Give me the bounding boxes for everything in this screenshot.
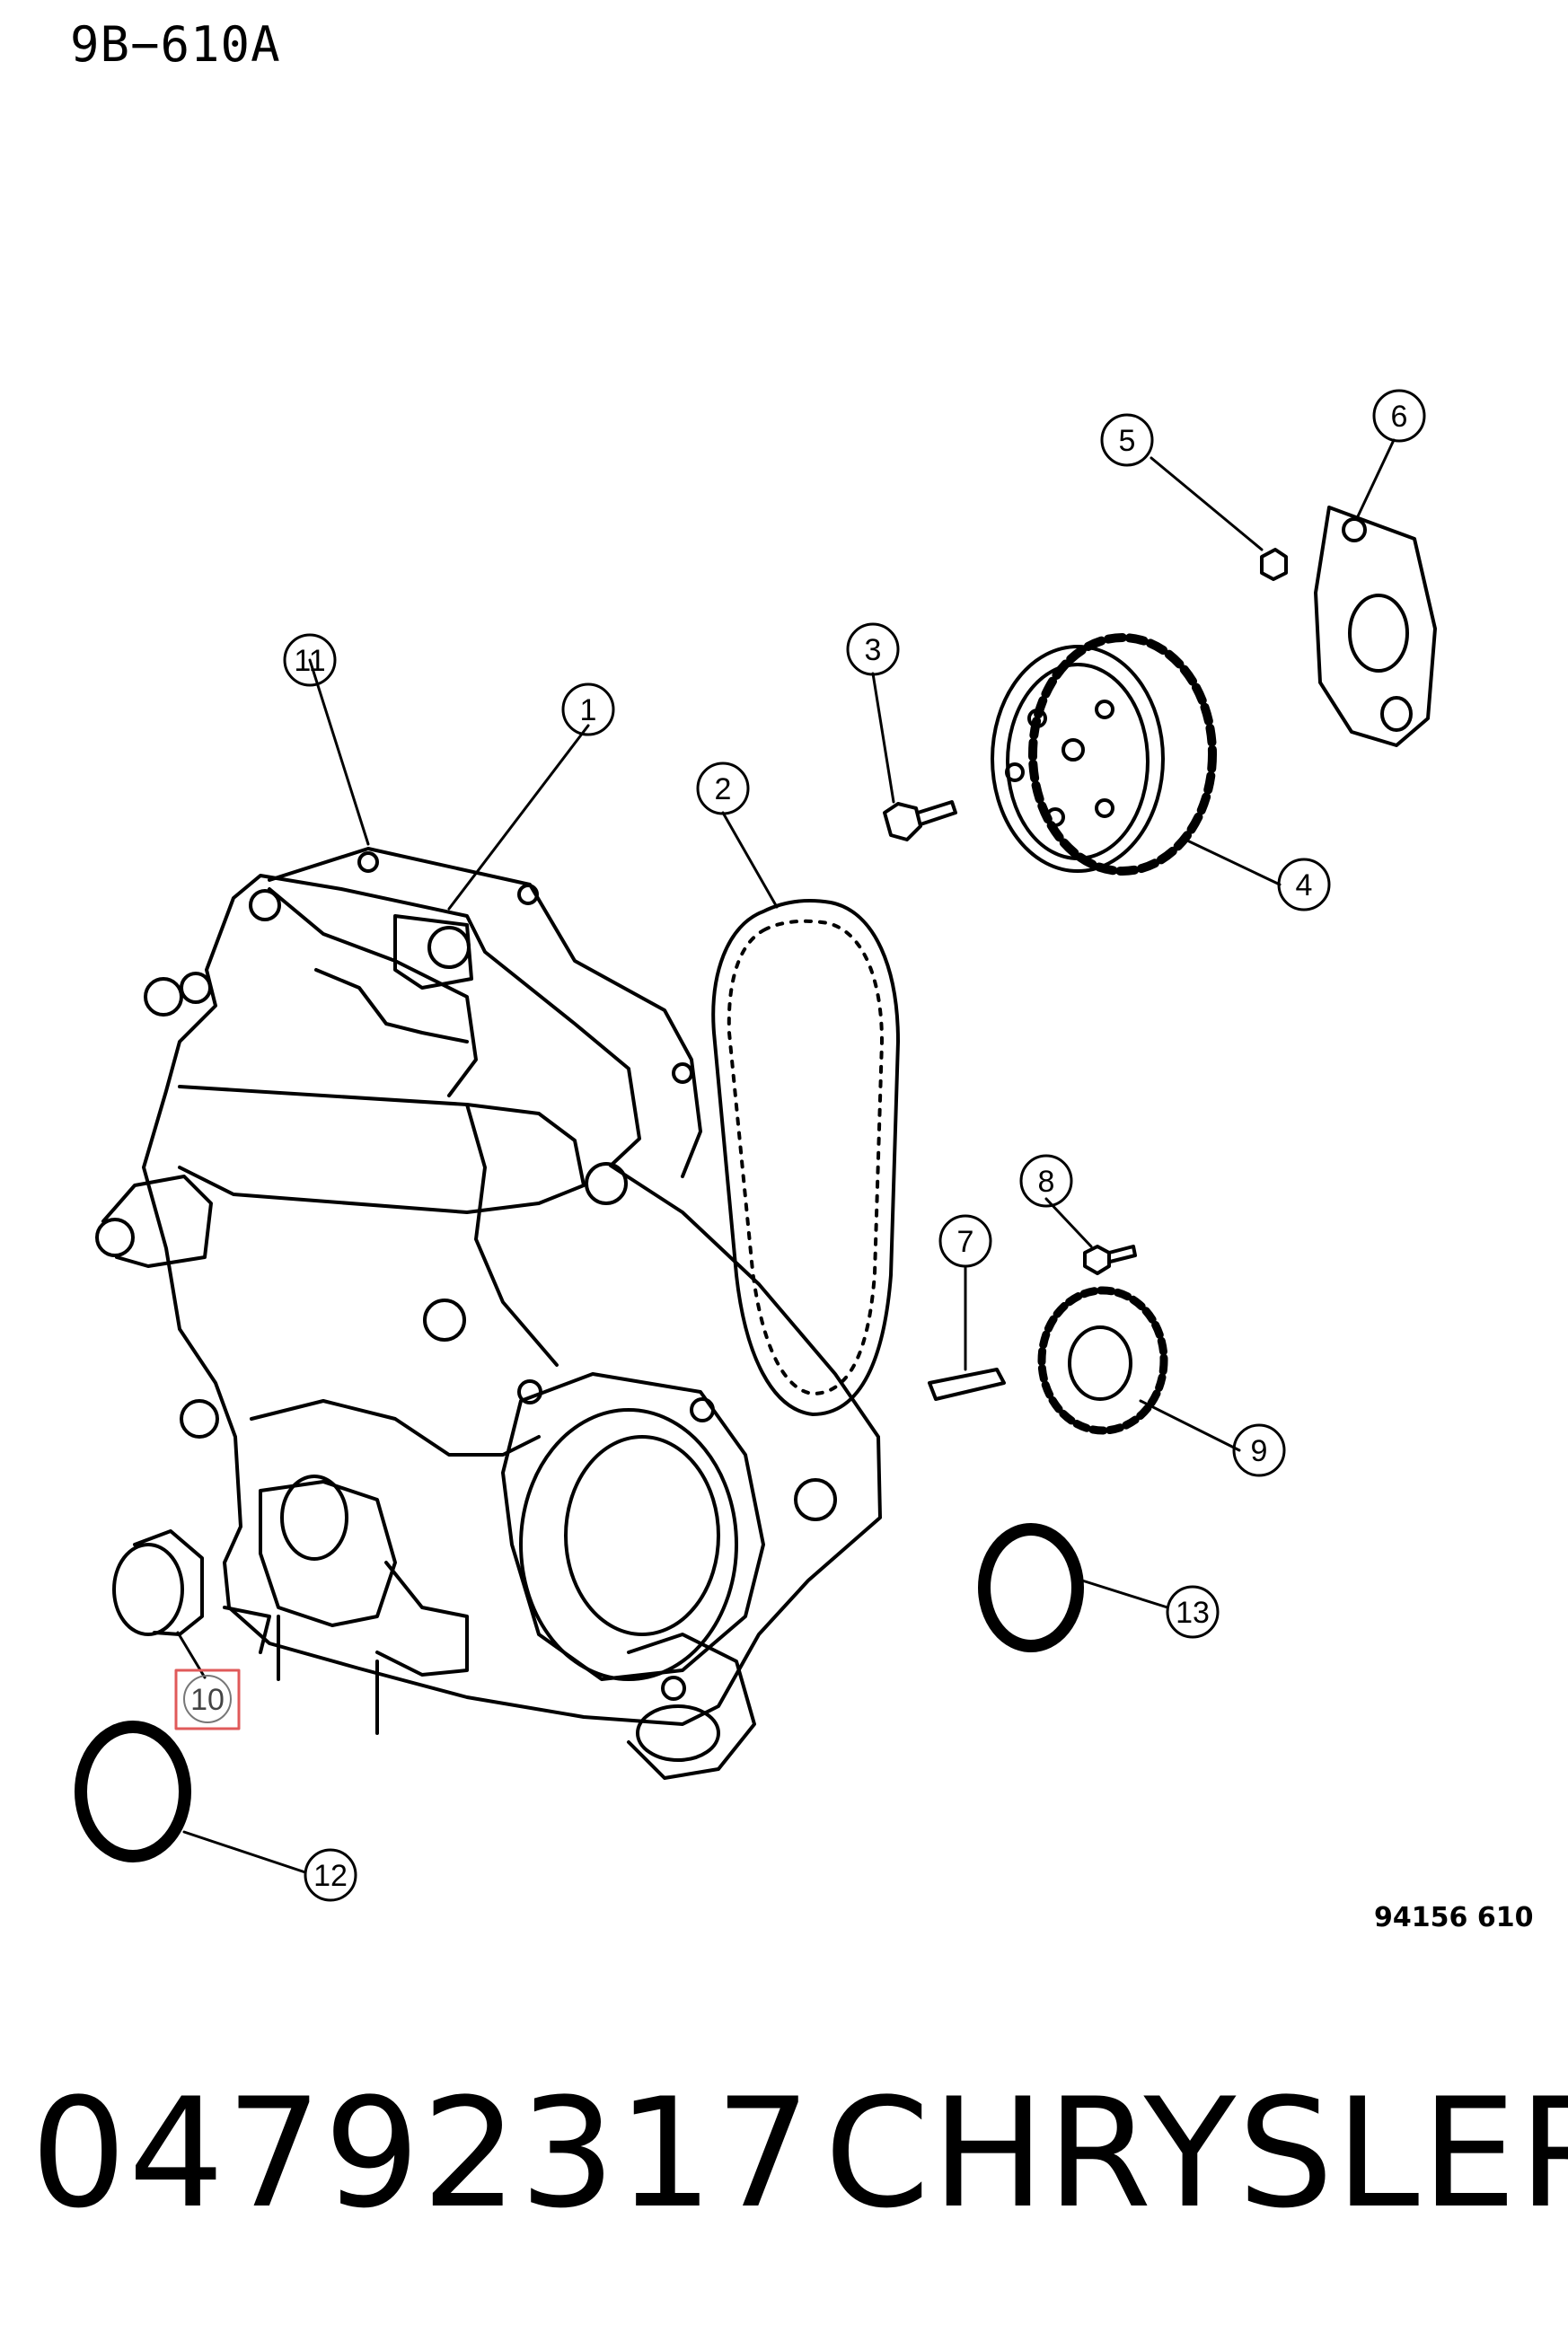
seal-ring-13	[978, 1523, 1084, 1652]
water-pump-bore	[501, 1372, 765, 1762]
svg-text:13: 13	[1176, 1596, 1210, 1630]
crank-bolt	[1083, 1245, 1137, 1275]
callout-5: 5	[1100, 413, 1154, 467]
gasket-hole	[517, 884, 539, 905]
callout-11: 11	[283, 633, 337, 687]
callout-12: 12	[304, 1848, 357, 1902]
highlight-box	[174, 1668, 241, 1730]
svg-text:5: 5	[1119, 424, 1136, 458]
diagram-code: 9B−610A	[70, 16, 281, 73]
callout-10: 10	[174, 1668, 241, 1730]
svg-text:3: 3	[865, 633, 882, 667]
svg-text:11: 11	[294, 644, 325, 678]
timing-chain	[711, 899, 900, 1416]
crankshaft-key	[928, 1368, 1006, 1401]
timing-cover	[95, 874, 882, 1780]
callout-3: 3	[846, 622, 900, 676]
svg-text:1: 1	[580, 693, 597, 727]
callout-2: 2	[696, 762, 750, 815]
part-number: 04792317	[31, 2065, 814, 2241]
svg-text:4: 4	[1296, 868, 1313, 902]
figure-number: 94156 610	[1374, 1902, 1534, 1933]
plate-bolt	[1260, 548, 1288, 581]
svg-text:7: 7	[957, 1225, 974, 1259]
callout-4: 4	[1277, 858, 1331, 911]
gasket-hole	[357, 851, 379, 873]
svg-text:9: 9	[1251, 1434, 1268, 1468]
camshaft-sprocket	[991, 633, 1217, 876]
svg-text:12: 12	[313, 1859, 348, 1893]
cover-gasket	[268, 847, 702, 1178]
callout-8: 8	[1019, 1154, 1073, 1208]
callout-6: 6	[1372, 389, 1426, 443]
gasket-hole	[672, 1062, 693, 1084]
cover-plate	[1314, 506, 1437, 747]
callout-1: 1	[561, 682, 615, 736]
callout-9: 9	[1232, 1423, 1286, 1477]
seal-ring-12	[75, 1721, 191, 1862]
svg-text:8: 8	[1038, 1165, 1055, 1199]
svg-text:10: 10	[190, 1683, 225, 1717]
callout-13: 13	[1166, 1585, 1220, 1639]
crankshaft-sprocket	[1037, 1286, 1168, 1435]
camshaft-bolt	[883, 800, 957, 841]
brand-name: CHRYSLER	[824, 2065, 1568, 2241]
oil-seal	[112, 1529, 204, 1636]
callout-7: 7	[938, 1214, 992, 1268]
svg-text:6: 6	[1391, 400, 1408, 434]
svg-text:2: 2	[715, 772, 732, 806]
leader-lines	[176, 438, 1396, 1874]
